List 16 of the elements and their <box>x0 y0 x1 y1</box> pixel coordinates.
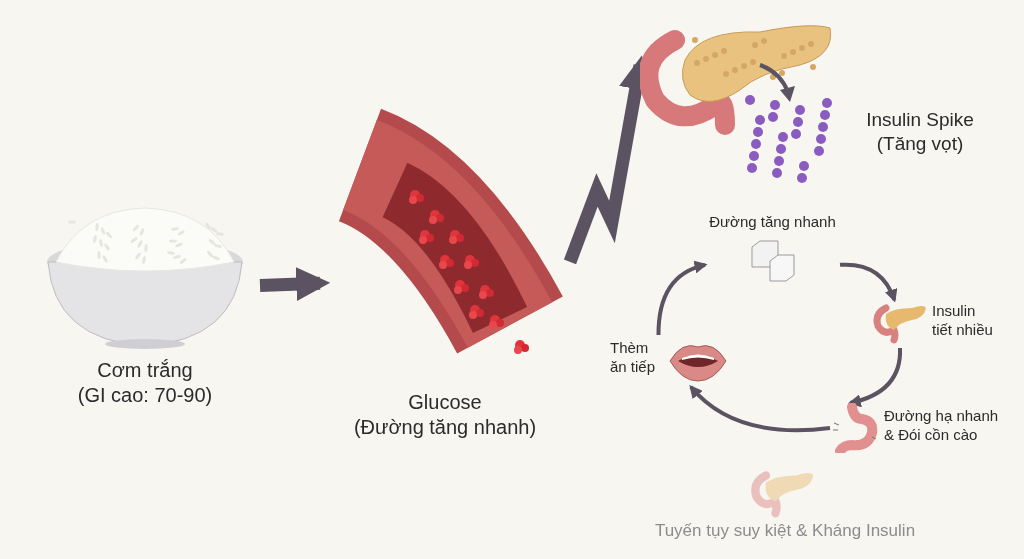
node-label: (Tăng vọt) <box>875 131 965 156</box>
node-label: Tuyến tụy suy kiệt & Kháng Insulin <box>653 520 917 542</box>
node-label: Thèm ăn tiếp <box>610 339 657 377</box>
node-label: Cơm trắng <box>96 358 194 383</box>
node-label: Glucose <box>407 390 483 415</box>
arrow <box>847 348 902 407</box>
arrow <box>656 261 708 336</box>
arrow <box>689 385 831 433</box>
node-label: Đường hạ nhanh & Đói cồn cào <box>884 407 1000 445</box>
arrow <box>839 262 897 303</box>
node-label: Đường tăng nhanh <box>708 213 837 232</box>
arrow <box>259 267 331 302</box>
node-label: Insulin tiết nhiều <box>932 302 994 340</box>
node-label: (GI cao: 70-90) <box>76 383 214 408</box>
node-label: (Đường tăng nhanh) <box>352 415 538 440</box>
node-label: Insulin Spike <box>865 108 975 132</box>
